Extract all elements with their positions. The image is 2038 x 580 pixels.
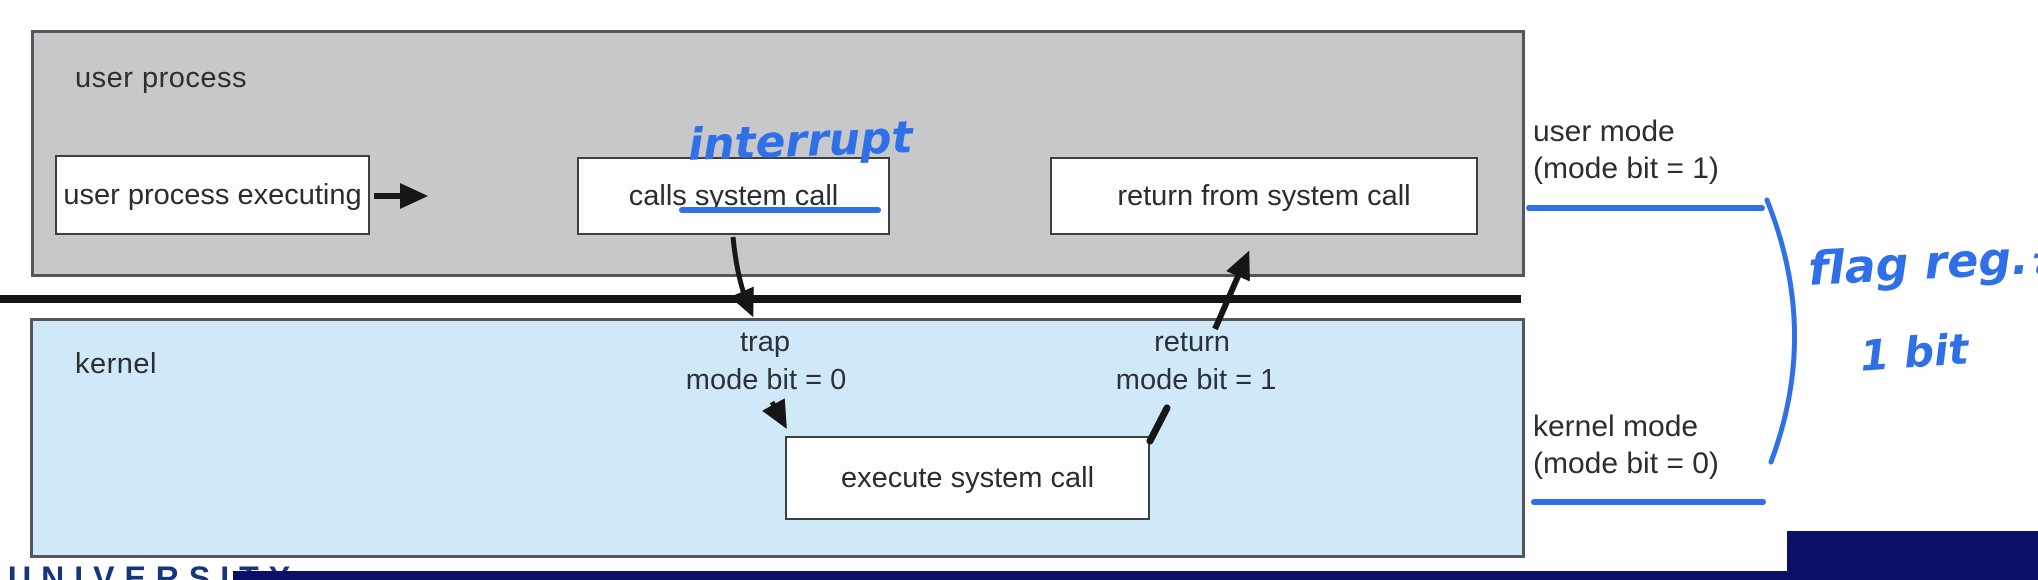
footer-corner-block	[1787, 531, 2038, 580]
user-mode-caption-line1: user mode	[1533, 115, 1675, 148]
trap-mode-bit-label: mode bit = 0	[685, 364, 847, 396]
calls-system-call-box: calls system call	[577, 157, 890, 235]
execute-system-call-box: execute system call	[785, 436, 1150, 520]
footer-university-text: UNIVERSITY	[8, 560, 301, 580]
user-mode-caption: user mode (mode bit = 1)	[1533, 113, 1719, 187]
kernel-mode-caption-line1: kernel mode	[1533, 410, 1699, 443]
ink-one-bit-annotation: 1 bit	[1858, 324, 1970, 381]
mode-separator-line	[0, 295, 1521, 303]
ink-flag-register-annotation: flag reg.중	[1806, 228, 2038, 296]
user-process-region	[31, 30, 1525, 277]
user-process-label: user process	[75, 62, 248, 94]
kernel-mode-caption: kernel mode (mode bit = 0)	[1533, 408, 1719, 482]
kernel-mode-caption-line2: (mode bit = 0)	[1533, 447, 1719, 480]
footer-bar	[233, 571, 2038, 580]
kernel-region	[30, 318, 1525, 558]
user-process-executing-box: user process executing	[55, 155, 370, 235]
return-from-system-call-box: return from system call	[1050, 157, 1478, 235]
return-mode-bit-label: mode bit = 1	[1115, 364, 1277, 396]
return-label: return	[1154, 326, 1230, 358]
trap-label: trap	[740, 326, 790, 358]
ink-interrupt-annotation: interrupt	[687, 112, 914, 171]
ink-brace-curve	[1764, 197, 1798, 465]
kernel-label: kernel	[75, 348, 157, 380]
user-mode-caption-line2: (mode bit = 1)	[1533, 152, 1719, 185]
